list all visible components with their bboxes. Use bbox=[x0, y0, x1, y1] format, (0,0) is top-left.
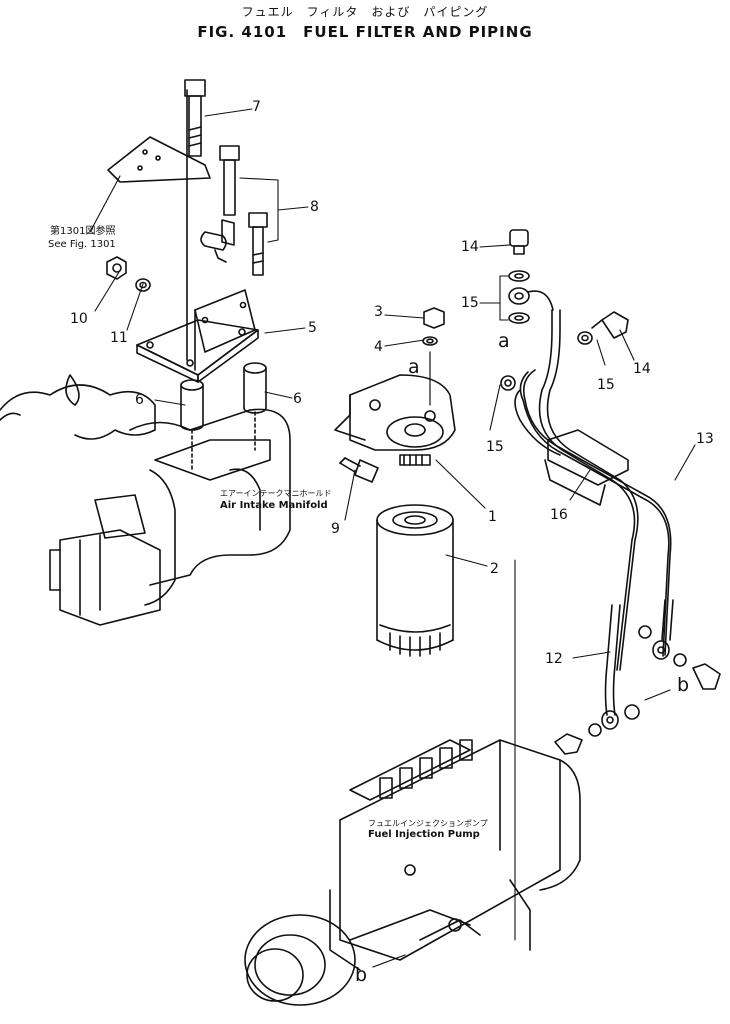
eye-bolt-14-right bbox=[592, 312, 628, 338]
callout-2: 2 bbox=[490, 561, 499, 577]
callout-11: 11 bbox=[110, 330, 128, 346]
figure-title: FIG. 4101 FUEL FILTER AND PIPING bbox=[197, 23, 533, 41]
washer-15-right bbox=[578, 332, 592, 344]
bracket-plate bbox=[137, 90, 258, 382]
callout-14-top: 14 bbox=[461, 239, 479, 255]
air-intake-manifold bbox=[0, 375, 290, 625]
washer-15-filter bbox=[501, 376, 515, 390]
reference-label-jp: 第1301図参照 bbox=[50, 226, 116, 237]
nut-10 bbox=[107, 257, 126, 279]
callout-15-top: 15 bbox=[461, 295, 479, 311]
washer-4 bbox=[423, 337, 437, 345]
pump-label-jp: フュエルインジェクションポンプ bbox=[368, 819, 488, 828]
callout-7: 7 bbox=[252, 99, 261, 115]
reference-label-en: See Fig. 1301 bbox=[48, 239, 116, 250]
callout-8: 8 bbox=[310, 199, 319, 215]
callout-1: 1 bbox=[488, 509, 497, 525]
connection-a-top: a bbox=[498, 330, 510, 352]
connection-a-filter: a bbox=[408, 356, 420, 378]
triangular-plate bbox=[108, 137, 210, 182]
banjo-fitting bbox=[509, 288, 553, 310]
manifold-label-jp: エアーインテークマニホールド bbox=[220, 489, 332, 498]
arrow-b-bottom bbox=[373, 955, 405, 967]
washer-11 bbox=[136, 279, 150, 291]
bolt-9 bbox=[340, 458, 378, 482]
eye-bolt-14 bbox=[510, 230, 528, 254]
callout-15-right: 15 bbox=[597, 377, 615, 393]
callout-10: 10 bbox=[70, 311, 88, 327]
clamp-16 bbox=[545, 430, 628, 505]
callout-16: 16 bbox=[550, 507, 568, 523]
callout-12: 12 bbox=[545, 651, 563, 667]
callout-15-filter: 15 bbox=[486, 439, 504, 455]
callout-5: 5 bbox=[308, 320, 317, 336]
pump-label-en: Fuel Injection Pump bbox=[368, 829, 480, 840]
fuel-pipes bbox=[515, 310, 673, 715]
bolt-7 bbox=[185, 80, 205, 156]
lower-fittings bbox=[555, 626, 720, 754]
connection-b-bottom: b bbox=[355, 964, 368, 986]
fuel-injection-pump bbox=[245, 740, 580, 1005]
connection-b-right: b bbox=[677, 674, 690, 696]
callout-6-right: 6 bbox=[293, 391, 302, 407]
leader-lines bbox=[90, 109, 695, 658]
manifold-label-en: Air Intake Manifold bbox=[220, 500, 328, 511]
callout-6-left: 6 bbox=[135, 392, 144, 408]
spacers-6 bbox=[181, 363, 266, 470]
callout-3: 3 bbox=[374, 304, 383, 320]
callout-13: 13 bbox=[696, 431, 714, 447]
plug-3 bbox=[424, 308, 444, 328]
title-japanese: フュエル フィルタ および パイピング bbox=[241, 5, 489, 19]
filter-head bbox=[335, 375, 455, 465]
filter-cartridge bbox=[377, 505, 453, 656]
bolts-8 bbox=[201, 146, 267, 275]
washers-15-top bbox=[509, 271, 529, 323]
callout-14-right: 14 bbox=[633, 361, 651, 377]
callout-4: 4 bbox=[374, 339, 383, 355]
arrow-b-right bbox=[645, 690, 670, 700]
callout-9: 9 bbox=[331, 521, 340, 537]
